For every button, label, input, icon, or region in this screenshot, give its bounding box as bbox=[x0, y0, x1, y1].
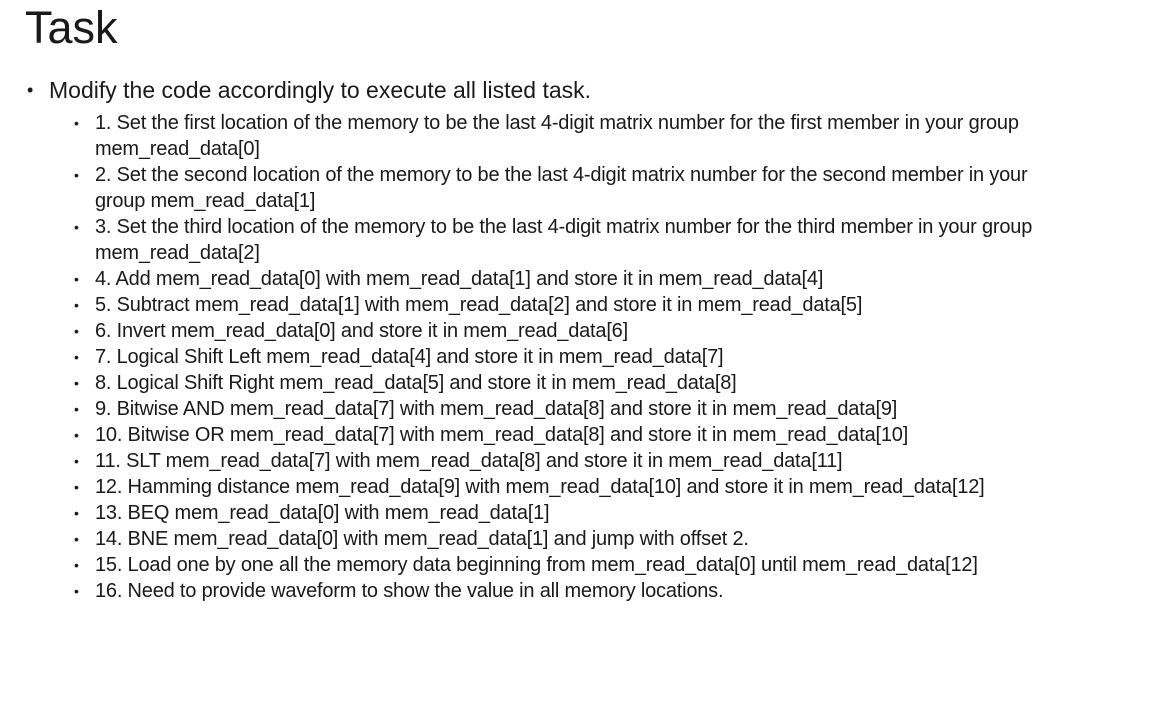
bullet-icon: • bbox=[74, 271, 79, 287]
task-text: 16. Need to provide waveform to show the… bbox=[95, 580, 724, 602]
bullet-icon: • bbox=[74, 479, 79, 495]
slide-body: • Modify the code accordingly to execute… bbox=[0, 75, 1150, 604]
bullet-icon: • bbox=[74, 505, 79, 521]
task-list-item: • 14. BNE mem_read_data[0] with mem_read… bbox=[74, 526, 1150, 552]
task-list-item: • 3. Set the third location of the memor… bbox=[74, 214, 1150, 266]
task-text: 8. Logical Shift Right mem_read_data[5] … bbox=[95, 372, 737, 394]
task-text: 4. Add mem_read_data[0] with mem_read_da… bbox=[95, 268, 824, 290]
task-list-item: • 9. Bitwise AND mem_read_data[7] with m… bbox=[74, 396, 1150, 422]
slide-title: Task bbox=[25, 2, 118, 53]
task-list-item: • 12. Hamming distance mem_read_data[9] … bbox=[74, 474, 1150, 500]
task-text: 13. BEQ mem_read_data[0] with mem_read_d… bbox=[95, 502, 550, 524]
task-list-item: • 8. Logical Shift Right mem_read_data[5… bbox=[74, 370, 1150, 396]
bullet-icon: • bbox=[74, 427, 79, 443]
task-text: 3. Set the third location of the memory … bbox=[95, 216, 1033, 264]
task-list-item: • 1. Set the first location of the memor… bbox=[74, 110, 1150, 162]
task-text: 7. Logical Shift Left mem_read_data[4] a… bbox=[95, 346, 724, 368]
bullet-icon: • bbox=[74, 401, 79, 417]
task-text: 14. BNE mem_read_data[0] with mem_read_d… bbox=[95, 528, 749, 550]
bullet-icon: • bbox=[74, 297, 79, 313]
bullet-icon: • bbox=[74, 453, 79, 469]
task-list-item: • 10. Bitwise OR mem_read_data[7] with m… bbox=[74, 422, 1150, 448]
bullet-icon: • bbox=[27, 80, 34, 100]
task-text: 2. Set the second location of the memory… bbox=[95, 164, 1028, 212]
task-text: 12. Hamming distance mem_read_data[9] wi… bbox=[95, 476, 985, 498]
task-list-item: • 6. Invert mem_read_data[0] and store i… bbox=[74, 318, 1150, 344]
task-text: 1. Set the first location of the memory … bbox=[95, 112, 1019, 160]
task-list-item: • 11. SLT mem_read_data[7] with mem_read… bbox=[74, 448, 1150, 474]
task-list-item: • 15. Load one by one all the memory dat… bbox=[74, 552, 1150, 578]
bullet-icon: • bbox=[74, 167, 79, 183]
task-list-item: • 2. Set the second location of the memo… bbox=[74, 162, 1150, 214]
bullet-icon: • bbox=[74, 557, 79, 573]
task-list-item: • 7. Logical Shift Left mem_read_data[4]… bbox=[74, 344, 1150, 370]
task-list-item: • 13. BEQ mem_read_data[0] with mem_read… bbox=[74, 500, 1150, 526]
bullet-icon: • bbox=[74, 583, 79, 599]
bullet-icon: • bbox=[74, 219, 79, 235]
task-list-item: • 5. Subtract mem_read_data[1] with mem_… bbox=[74, 292, 1150, 318]
task-list-item: • 16. Need to provide waveform to show t… bbox=[74, 578, 1150, 604]
bullet-icon: • bbox=[74, 375, 79, 391]
bullet-icon: • bbox=[74, 531, 79, 547]
main-bullet-item: • Modify the code accordingly to execute… bbox=[0, 75, 1150, 105]
task-text: 6. Invert mem_read_data[0] and store it … bbox=[95, 320, 628, 342]
task-list: • 1. Set the first location of the memor… bbox=[0, 110, 1150, 604]
task-text: 9. Bitwise AND mem_read_data[7] with mem… bbox=[95, 398, 898, 420]
bullet-icon: • bbox=[74, 115, 79, 131]
task-text: 10. Bitwise OR mem_read_data[7] with mem… bbox=[95, 424, 909, 446]
task-text: 11. SLT mem_read_data[7] with mem_read_d… bbox=[95, 450, 843, 472]
main-bullet-text: Modify the code accordingly to execute a… bbox=[49, 77, 592, 103]
task-text: 15. Load one by one all the memory data … bbox=[95, 554, 978, 576]
task-list-item: • 4. Add mem_read_data[0] with mem_read_… bbox=[74, 266, 1150, 292]
bullet-icon: • bbox=[74, 323, 79, 339]
task-text: 5. Subtract mem_read_data[1] with mem_re… bbox=[95, 294, 863, 316]
bullet-icon: • bbox=[74, 349, 79, 365]
